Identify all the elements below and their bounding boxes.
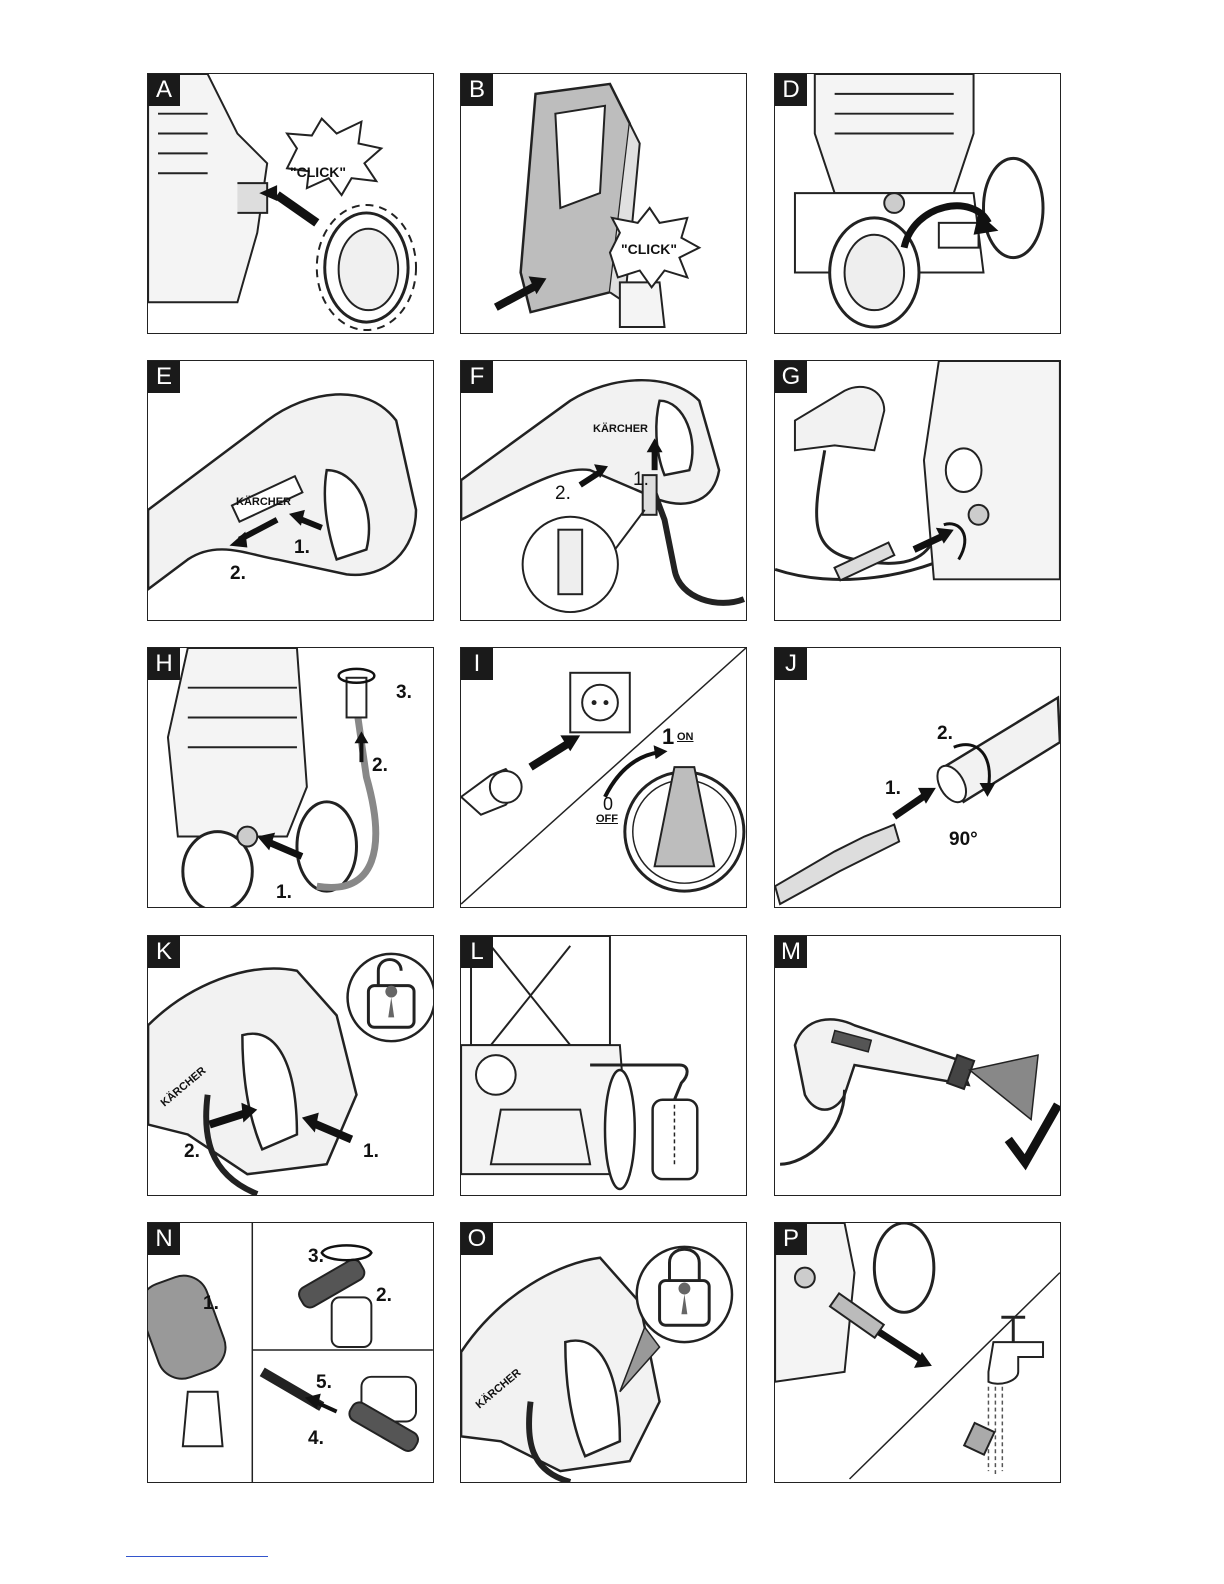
brand-label: KÄRCHER [236,496,291,508]
handle-click-illustration [461,74,746,333]
panel-label: F [461,361,493,393]
connector-illustration [775,74,1060,333]
trigger-lock-illustration [461,1223,746,1482]
detergent-bottle-illustration [461,936,746,1195]
panel-label: M [775,936,807,968]
step-1-label: 1. [294,537,310,559]
step-2-label: 2. [230,563,246,585]
panel-d: D [774,73,1061,334]
panel-m: M [774,935,1061,1196]
hose-insert-illustration [461,361,746,620]
panel-i: I 1 ON 0 OFF [460,647,747,908]
step-1-label: 1. [363,1141,379,1163]
panel-label: H [148,648,180,680]
step-1-label: 1. [203,1293,219,1315]
step-2-label: 2. [555,483,571,505]
panel-b: B "CLICK" [460,73,747,334]
step-4-label: 4. [308,1428,324,1450]
step-1-label: 1. [633,469,649,491]
panel-k: K KÄRCHER 2. 1. [147,935,434,1196]
step-1-label: 1. [276,882,292,904]
power-plug-switch-illustration [461,648,746,907]
panel-l: L [460,935,747,1196]
off-text: OFF [596,813,618,825]
on-text: ON [677,731,694,743]
panel-label: J [775,648,807,680]
panel-label: K [148,936,180,968]
wheel-click-illustration [148,74,433,333]
panel-label: A [148,74,180,106]
spray-ok-illustration [775,936,1060,1195]
panel-o: O KÄRCHER [460,1222,747,1483]
panel-g: G [774,360,1061,621]
panel-label: P [775,1223,807,1255]
brand-label: KÄRCHER [593,423,648,435]
panel-label: D [775,74,807,106]
step-2-label: 2. [184,1141,200,1163]
panel-label: B [461,74,493,106]
panel-label: I [461,648,493,680]
off-number: 0 [603,794,613,815]
panel-label: E [148,361,180,393]
step-2-label: 2. [376,1285,392,1307]
step-3-label: 3. [308,1246,324,1268]
step-3-label: 3. [396,682,412,704]
panel-label: G [775,361,807,393]
click-text: "CLICK" [290,164,346,180]
step-1-label: 1. [885,778,901,800]
gun-release-illustration [148,361,433,620]
on-number: 1 [662,724,674,750]
footer-rule [126,1556,268,1557]
water-hose-illustration [148,648,433,907]
panel-n: N 1. 2. 3. 4. 5. [147,1222,434,1483]
step-5-label: 5. [316,1372,332,1394]
panel-e: E KÄRCHER 1. 2. [147,360,434,621]
panel-f: F KÄRCHER 1. 2. [460,360,747,621]
click-text: "CLICK" [621,241,677,257]
nozzle-lance-illustration [775,648,1060,907]
panel-label: L [461,936,493,968]
panel-a: A "CLICK" [147,73,434,334]
step-2-label: 2. [937,723,953,745]
filter-clean-illustration [775,1223,1060,1482]
panel-p: P [774,1222,1061,1483]
step-2-label: 2. [372,755,388,777]
panel-label: N [148,1223,180,1255]
foam-nozzle-illustration [148,1223,433,1482]
panel-j: J 2. 1. 90° [774,647,1061,908]
panel-label: O [461,1223,493,1255]
angle-label: 90° [949,829,978,851]
gun-to-unit-illustration [775,361,1060,620]
panel-h: H 3. 2. 1. [147,647,434,908]
